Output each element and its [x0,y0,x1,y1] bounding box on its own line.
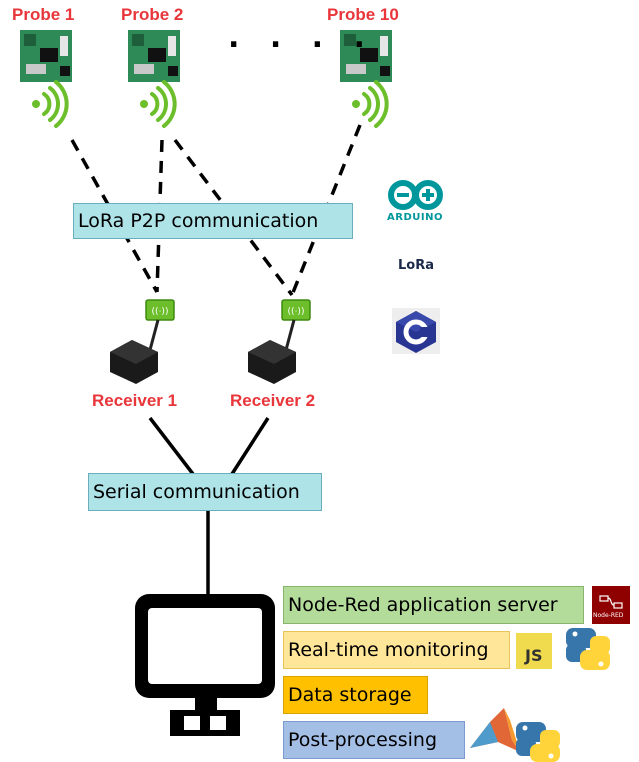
realtime-monitoring-box: Real-time monitoring [283,631,510,669]
link-probe2-receiver1 [155,139,164,293]
wire-receiver1-serial [148,416,195,476]
receiver-2-label: Receiver 2 [230,391,316,410]
probe-board-1 [20,30,72,82]
data-storage-label: Data storage [288,684,412,706]
python-logo-icon-realtime [566,628,610,670]
receiver-1-device [110,319,160,384]
probe-board-10 [340,30,392,82]
svg-text:((·)): ((·)) [152,307,169,317]
receiver-2-device [248,319,296,384]
nodered-server-box: Node-Red application server [283,586,584,624]
link-probe2-receiver2 [173,138,294,297]
wireless-icon-probe-2 [140,80,177,128]
receiver-2-antenna-module: ((·)) [281,299,311,321]
arduino-logo-text: ARDUINO [387,212,443,223]
wireless-icon-probe-10 [352,80,389,128]
arduino-logo-icon [388,180,443,210]
data-storage-box: Data storage [283,676,428,714]
wireless-icon-probe-1 [32,80,69,128]
python-logo-icon-postprocessing [516,722,560,762]
computer-monitor-icon [135,594,275,736]
lora-logo-text: LoRa [398,258,434,273]
matlab-logo-icon [470,708,520,752]
c-language-logo-icon [392,308,440,354]
realtime-monitoring-label: Real-time monitoring [288,639,489,661]
receiver-1-label: Receiver 1 [92,391,178,410]
lora-p2p-label: LoRa P2P communication [78,210,319,232]
js-logo-text: JS [525,646,543,665]
probe-10-label: Probe 10 [327,5,399,24]
nodered-server-label: Node-Red application server [288,594,558,616]
receiver-1-antenna-module: ((·)) [145,299,175,321]
probe-ellipsis: . . . . [228,20,375,55]
javascript-logo-icon [516,633,552,669]
probe-2-label: Probe 2 [121,5,184,24]
lora-p2p-box: LoRa P2P communication [73,203,353,239]
nodered-logo-text: Node-RED [593,612,624,619]
wire-receiver2-serial [230,417,270,475]
serial-communication-box: Serial communication [88,473,322,511]
post-processing-label: Post-processing [288,729,438,751]
serial-communication-label: Serial communication [93,481,300,503]
nodered-logo-icon [592,586,630,624]
post-processing-box: Post-processing [283,721,465,759]
svg-text:((·)): ((·)) [288,307,305,317]
probe-board-2 [128,30,180,82]
probe-1-label: Probe 1 [12,5,75,24]
